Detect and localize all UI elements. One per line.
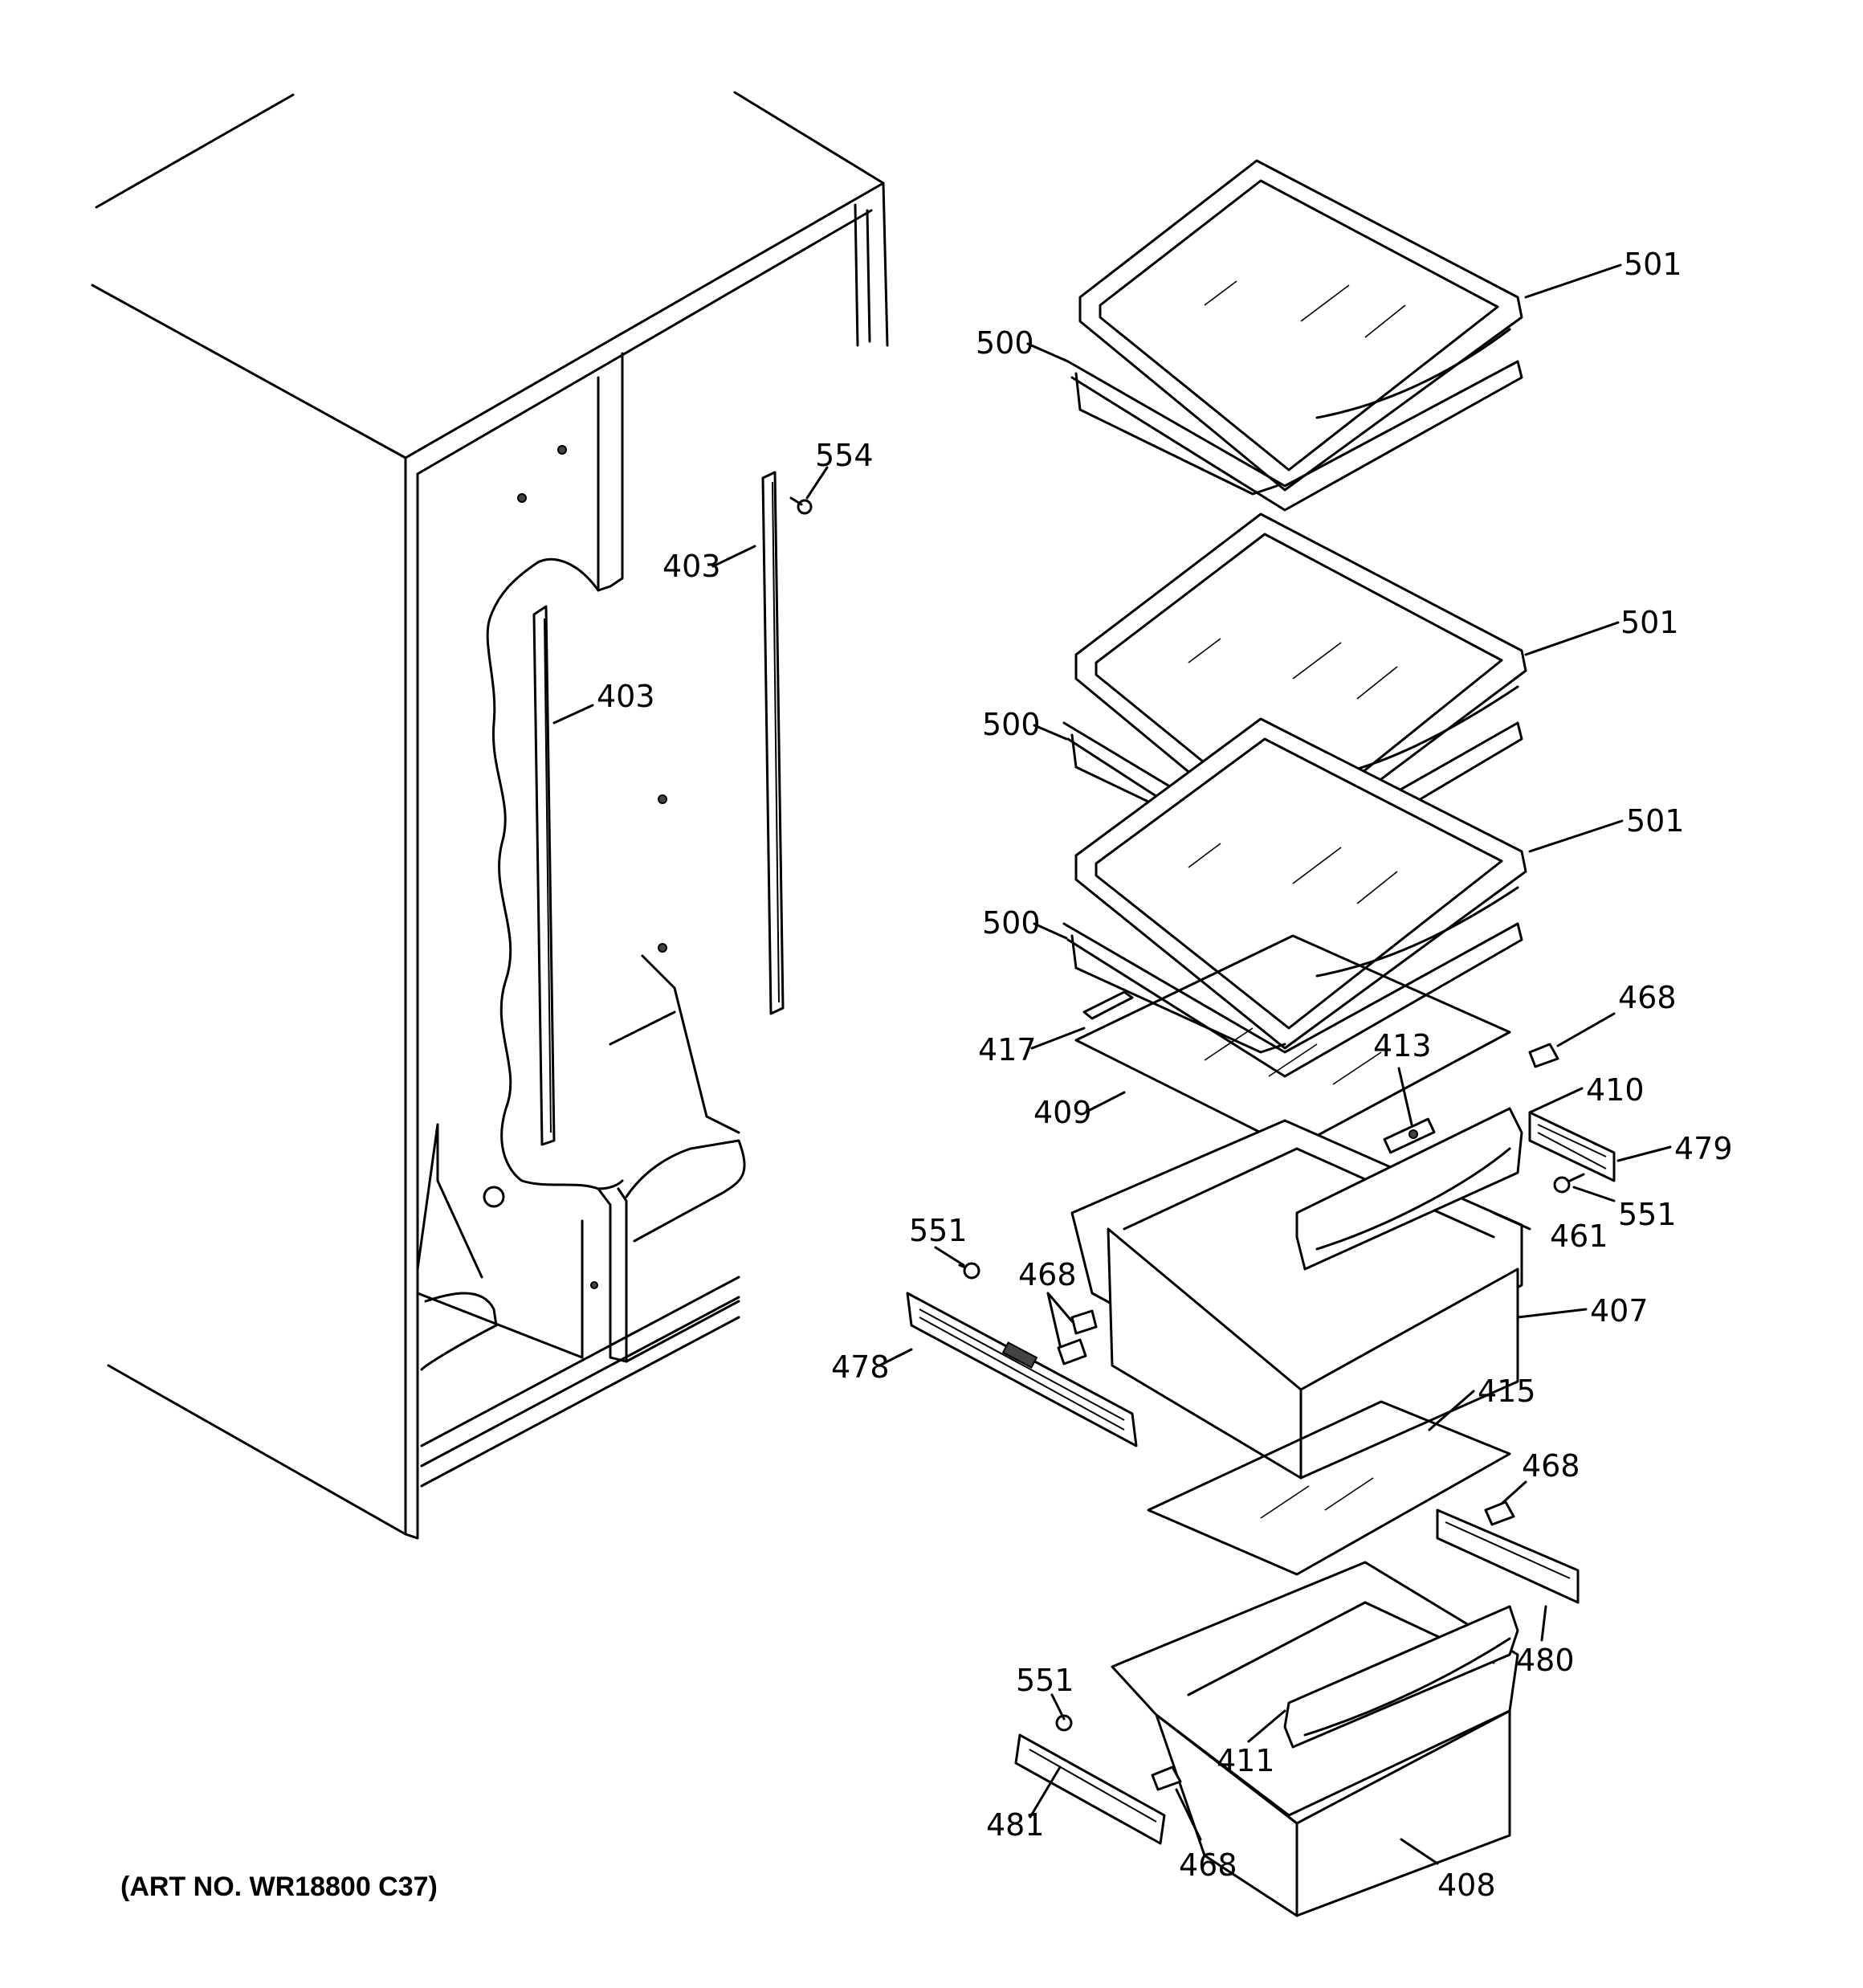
slide-rail-479 — [1528, 1111, 1616, 1182]
shelf-ladder-left — [532, 605, 556, 1146]
callout-407: 407 — [1590, 1293, 1649, 1329]
callout-413: 413 — [1373, 1028, 1432, 1063]
shelf-ladder-right — [761, 471, 785, 1015]
art-number: (ART NO. WR18800 C37) — [120, 1872, 438, 1902]
crisper-cover-glass-409 — [1074, 934, 1511, 1150]
slide-rail-478 — [906, 1292, 1138, 1447]
slide-rail-480 — [1436, 1508, 1580, 1604]
callout-480: 480 — [1516, 1643, 1575, 1678]
callout-500: 500 — [982, 707, 1041, 742]
callout-551: 551 — [1618, 1197, 1677, 1232]
callout-501: 501 — [1626, 803, 1685, 839]
callout-labels: 501 500 554 403 403 501 500 501 500 468 … — [597, 247, 1733, 1903]
callout-461: 461 — [1550, 1219, 1608, 1254]
callout-500: 500 — [982, 905, 1041, 941]
crisper-drawer-lower — [1111, 1561, 1519, 1917]
slide-rail-481 — [1014, 1733, 1166, 1845]
callout-479: 479 — [1674, 1131, 1733, 1166]
callout-403: 403 — [597, 679, 655, 714]
crisper-drawer-upper — [1070, 1107, 1523, 1480]
callout-408: 408 — [1437, 1868, 1496, 1903]
refrigerator-cabinet — [91, 91, 889, 1540]
callout-403: 403 — [662, 549, 721, 584]
callout-501: 501 — [1620, 605, 1679, 640]
callout-410: 410 — [1586, 1072, 1645, 1108]
callout-468: 468 — [1618, 980, 1677, 1015]
shelf-assembly-3 — [1062, 717, 1527, 1078]
callout-478: 478 — [831, 1349, 890, 1385]
callout-411: 411 — [1217, 1743, 1275, 1778]
leader-lines — [552, 263, 1672, 1865]
callout-551: 551 — [909, 1213, 968, 1248]
callout-554: 554 — [815, 438, 874, 473]
shelf-assembly-1 — [1066, 159, 1523, 512]
stops-468b — [1057, 1309, 1098, 1365]
screw-551a — [1553, 1173, 1585, 1194]
callout-417: 417 — [978, 1032, 1037, 1067]
callout-415: 415 — [1478, 1374, 1536, 1409]
callout-481: 481 — [986, 1807, 1045, 1843]
screw-554 — [789, 496, 813, 515]
stop-468a — [1528, 1043, 1559, 1068]
callout-500: 500 — [976, 325, 1034, 361]
screw-551b — [958, 1262, 980, 1280]
callout-551: 551 — [1016, 1663, 1074, 1698]
callout-468: 468 — [1179, 1847, 1237, 1883]
callout-501: 501 — [1624, 247, 1682, 282]
callout-468: 468 — [1522, 1448, 1580, 1484]
screw-551c — [1055, 1714, 1073, 1732]
stop-468d — [1151, 1766, 1182, 1791]
stop-468c — [1484, 1500, 1515, 1526]
callout-468: 468 — [1018, 1257, 1077, 1292]
crisper-cover-glass-415 — [1147, 1400, 1511, 1576]
callout-409: 409 — [1033, 1095, 1092, 1130]
